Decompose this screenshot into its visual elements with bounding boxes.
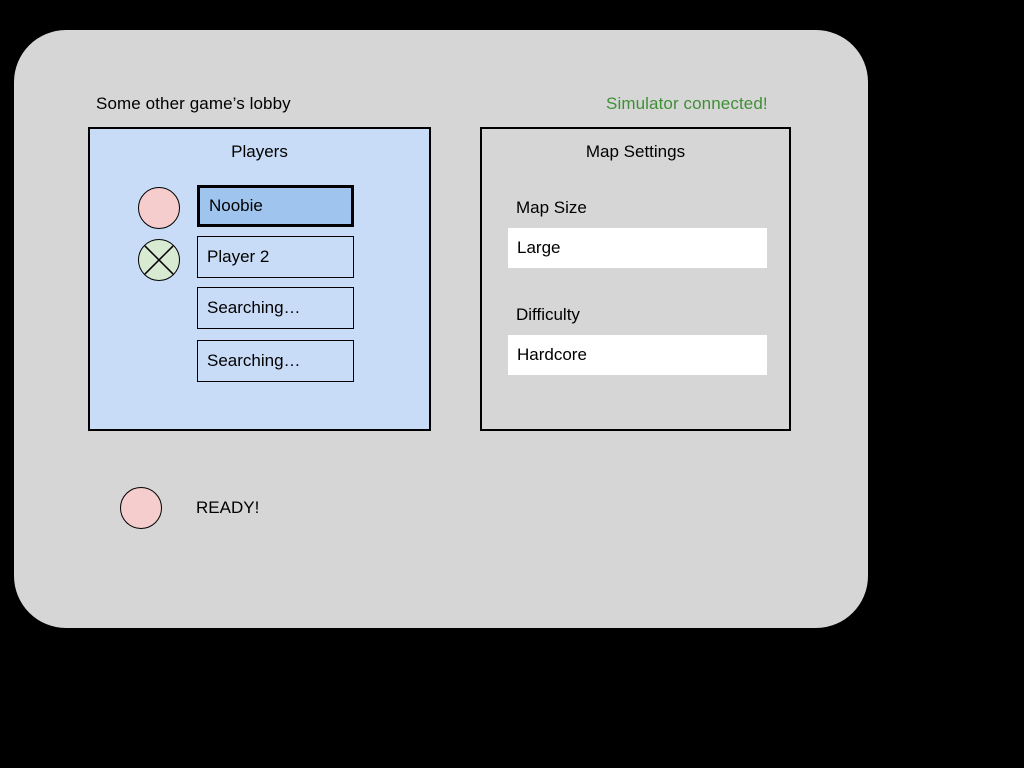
player-slot-3[interactable]: Searching…: [197, 287, 354, 329]
player-slot-1[interactable]: Noobie: [197, 185, 354, 227]
map-size-field[interactable]: Large: [508, 228, 767, 268]
status-badge-connection: Simulator connected!: [606, 94, 768, 113]
player-slot-4[interactable]: Searching…: [197, 340, 354, 382]
difficulty-field[interactable]: Hardcore: [508, 335, 767, 375]
ready-row[interactable]: READY!: [120, 487, 259, 529]
ready-label: READY!: [196, 498, 260, 517]
player-slot-label: Searching…: [207, 351, 301, 370]
players-panel-heading: Players: [231, 142, 288, 161]
difficulty-label: Difficulty: [516, 305, 580, 324]
player-avatar-pink-circle: [138, 187, 180, 229]
player-slot-2[interactable]: Player 2: [197, 236, 354, 278]
player-slot-label: Noobie: [209, 196, 263, 215]
map-settings-panel: Map Settings Map Size Large Difficulty H…: [480, 127, 791, 431]
page-title: Some other game’s lobby: [96, 94, 291, 113]
difficulty-value: Hardcore: [517, 345, 587, 364]
lobby-dialog: Some other game’s lobby Simulator connec…: [14, 30, 868, 628]
x-cross-icon: [144, 245, 174, 275]
map-settings-panel-heading: Map Settings: [585, 142, 686, 161]
ready-status-dot-icon: [120, 487, 162, 529]
players-panel: Players Noobie Player 2 Searching… Searc…: [88, 127, 431, 431]
player-avatar-green-cross-circle: [138, 239, 180, 281]
player-slot-label: Searching…: [207, 298, 301, 317]
player-slot-label: Player 2: [207, 247, 270, 266]
map-size-value: Large: [517, 238, 561, 257]
map-size-label: Map Size: [516, 198, 587, 217]
